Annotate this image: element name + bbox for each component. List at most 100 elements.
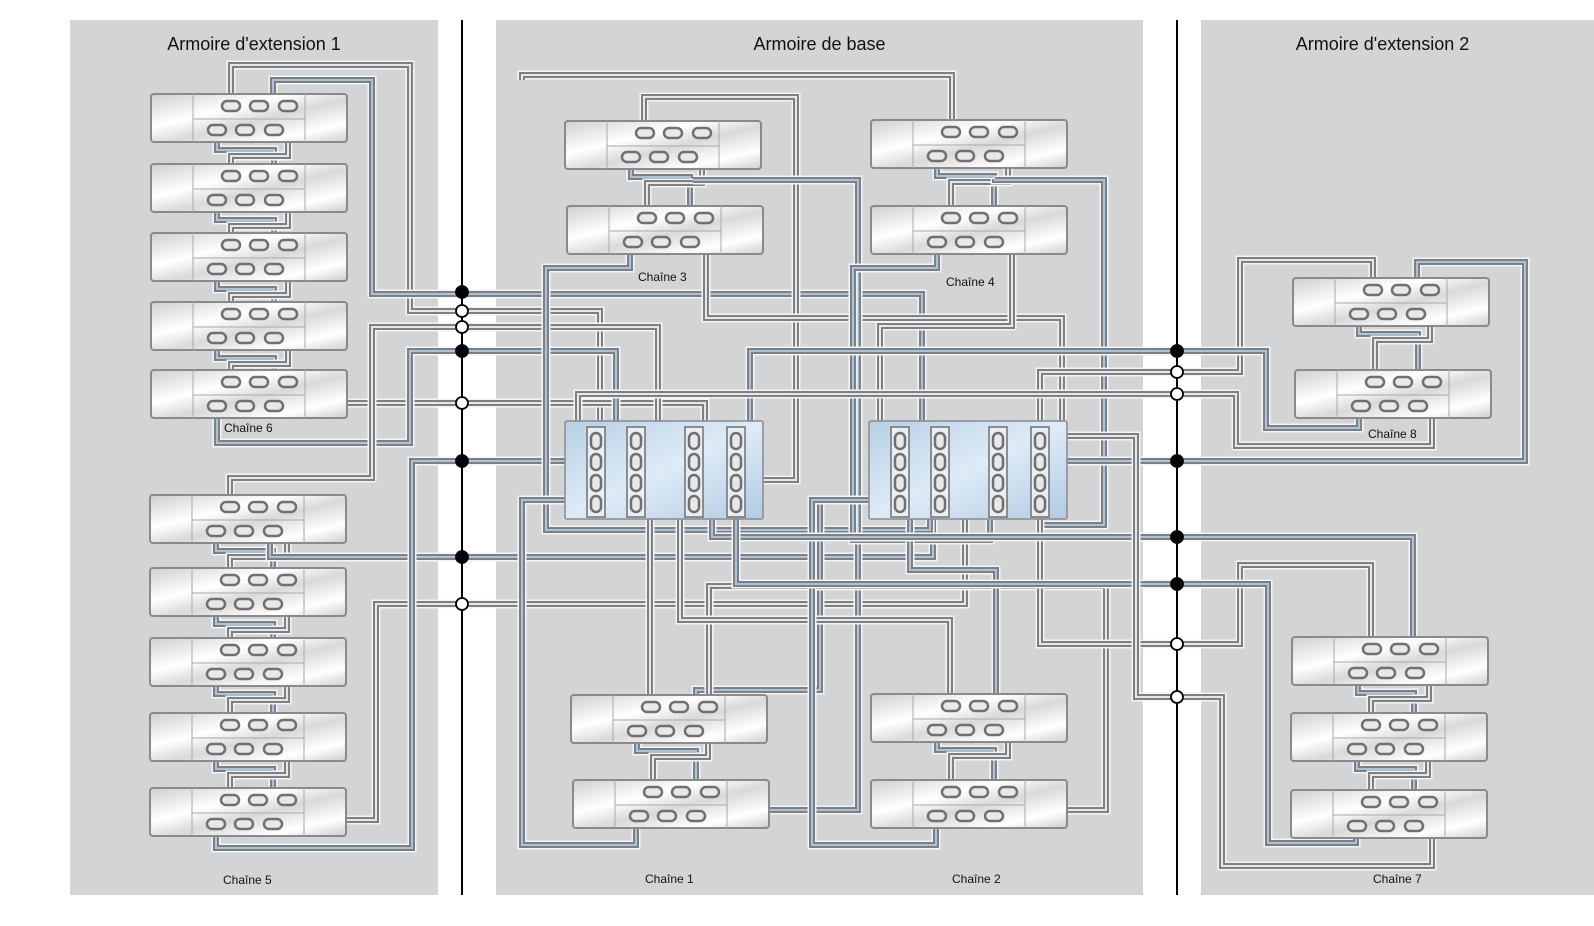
sas-port — [1392, 375, 1414, 389]
controller-body — [564, 420, 764, 520]
junction-filled-icon — [1170, 530, 1184, 544]
sas-port — [234, 331, 256, 345]
sas-port — [263, 331, 285, 345]
cable-core — [1039, 500, 1372, 649]
sas-port — [1362, 283, 1384, 297]
sas-port — [589, 431, 603, 451]
sas-port — [233, 667, 255, 681]
sas-port — [968, 699, 990, 713]
sas-port — [277, 99, 299, 113]
disk-shelf — [150, 301, 348, 351]
junction-filled-icon — [455, 344, 469, 358]
cable-core — [215, 460, 590, 849]
sas-port — [954, 235, 976, 249]
sas-port — [893, 473, 907, 493]
sas-port — [247, 500, 269, 514]
sas-port — [233, 597, 255, 611]
sas-port — [629, 494, 643, 514]
disk-shelf — [150, 163, 348, 213]
controller-1 — [564, 420, 764, 520]
sas-port — [263, 262, 285, 276]
cable-core — [705, 219, 1063, 440]
sas-port — [219, 643, 241, 657]
sas-port — [205, 524, 227, 538]
sas-cable — [1035, 500, 1376, 649]
junction-filled-icon — [1170, 454, 1184, 468]
sas-port — [983, 723, 1005, 737]
sas-cable — [517, 70, 957, 133]
sas-port — [1418, 642, 1440, 656]
disk-shelf — [566, 205, 764, 255]
sas-port — [687, 494, 701, 514]
junction-open-icon — [1170, 690, 1184, 704]
controller-body — [868, 420, 1068, 520]
sas-port — [1388, 718, 1410, 732]
sas-cable — [225, 322, 663, 507]
sas-port — [933, 473, 947, 493]
sas-cable — [573, 382, 1437, 451]
cable-core — [879, 219, 1013, 500]
sas-port — [933, 494, 947, 514]
sas-cable — [541, 243, 935, 535]
cable-core — [521, 74, 953, 133]
cable-core — [811, 499, 937, 846]
sas-port — [1389, 642, 1411, 656]
sas-port — [668, 700, 690, 714]
sas-port — [1376, 307, 1398, 321]
junction-filled-icon — [455, 550, 469, 564]
sas-port — [276, 718, 298, 732]
sas-port — [276, 573, 298, 587]
disk-shelf — [149, 567, 347, 617]
junction-filled-icon — [1170, 344, 1184, 358]
sas-port — [991, 452, 1005, 472]
sas-port — [1346, 742, 1368, 756]
sas-port — [205, 667, 227, 681]
sas-port — [262, 667, 284, 681]
disk-shelf — [149, 712, 347, 762]
sas-port — [248, 169, 270, 183]
sas-port — [640, 700, 662, 714]
sas-port — [926, 235, 948, 249]
junctions-layer — [455, 285, 1184, 704]
sas-port — [1360, 718, 1382, 732]
sas-port — [991, 473, 1005, 493]
cable-core — [229, 326, 659, 507]
junction-open-icon — [1170, 365, 1184, 379]
sas-port — [983, 149, 1005, 163]
sas-port — [940, 699, 962, 713]
disk-shelf — [150, 232, 348, 282]
sas-port — [629, 431, 643, 451]
sas-port — [662, 126, 684, 140]
sas-port — [968, 125, 990, 139]
hba-card — [988, 426, 1008, 518]
sas-port — [219, 573, 241, 587]
sas-port — [983, 235, 1005, 249]
shelves-layer — [149, 93, 1492, 839]
sas-cable — [517, 495, 641, 850]
sas-port — [220, 307, 242, 321]
hba-card-body — [626, 426, 646, 518]
sas-port — [1033, 494, 1047, 514]
sas-cable — [905, 480, 1001, 731]
sas-port — [1346, 819, 1368, 833]
disk-shelf — [1292, 277, 1490, 327]
sas-port — [636, 211, 658, 225]
sas-cable — [701, 219, 1067, 440]
chain-label-8: Chaîne 8 — [1368, 427, 1417, 441]
sas-port — [220, 169, 242, 183]
sas-port — [1033, 452, 1047, 472]
sas-port — [276, 793, 298, 807]
sas-port — [926, 809, 948, 823]
sas-port — [248, 99, 270, 113]
disk-shelf — [570, 694, 768, 744]
hba-card — [726, 426, 746, 518]
disk-shelf — [572, 779, 770, 829]
sas-port — [263, 193, 285, 207]
sas-port — [677, 150, 699, 164]
hba-card-body — [1030, 426, 1050, 518]
disk-shelf — [149, 637, 347, 687]
sas-port — [262, 742, 284, 756]
sas-cable — [731, 500, 1361, 848]
junction-open-icon — [455, 597, 469, 611]
cable-core — [521, 499, 637, 846]
